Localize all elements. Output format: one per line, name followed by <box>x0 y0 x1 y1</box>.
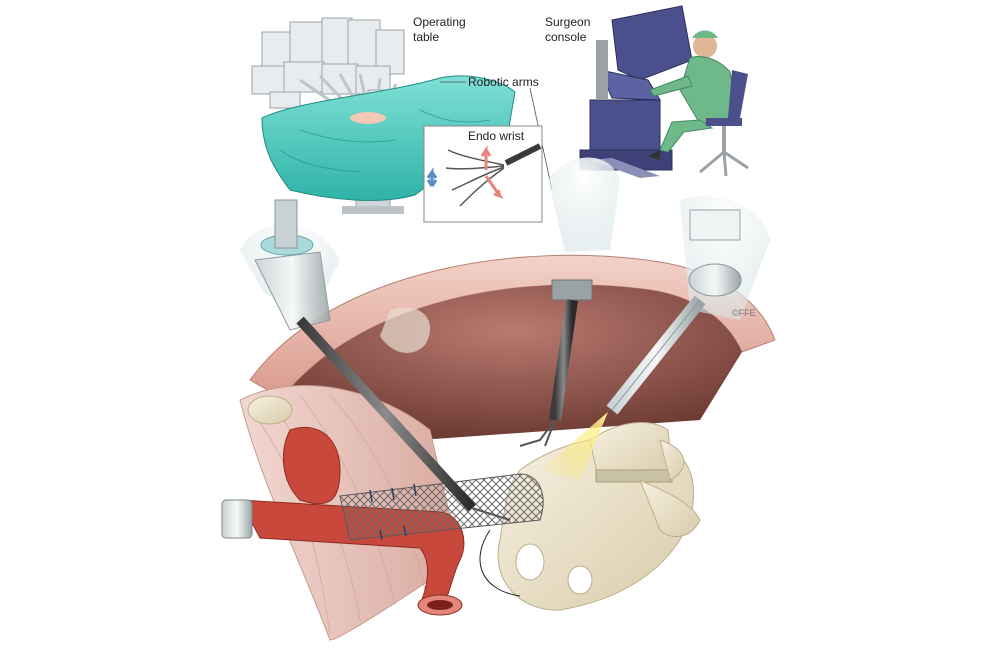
uterus <box>282 426 341 505</box>
endo-wrist-label: Endo wrist <box>468 129 525 143</box>
tube-end <box>221 499 253 539</box>
robotic-arms-label: Robotic arms <box>468 75 539 89</box>
surgeon-console-illustration <box>579 5 749 178</box>
laparoscopic-surgery-illustration <box>221 157 776 641</box>
operating-table-label-1: Operating <box>413 15 466 29</box>
suture <box>479 529 521 597</box>
light-beam <box>540 412 608 480</box>
copyright-mark: ©FFE <box>732 308 756 318</box>
mesh <box>339 473 544 541</box>
instrument-shaft-left <box>296 316 476 512</box>
endo-wrist-illustration <box>423 125 543 223</box>
surgeon-console-label-2: console <box>545 30 587 44</box>
instrument-shaft-center <box>549 299 578 421</box>
operating-table-label-2: table <box>413 30 439 44</box>
surgeon-console-label-1: Surgeon <box>545 15 590 29</box>
